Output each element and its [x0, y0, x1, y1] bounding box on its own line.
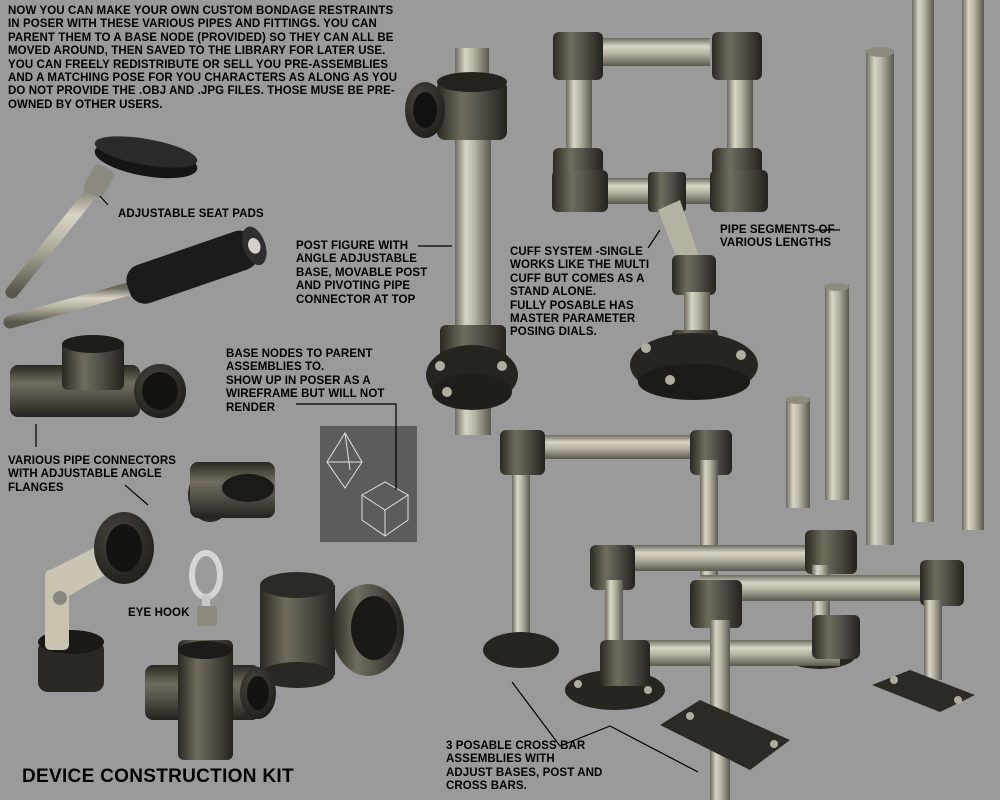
- pipe-connector-cross: [145, 640, 276, 760]
- pipe-segments-label: PIPE SEGMENTS OF VARIOUS LENGTHS: [720, 224, 835, 250]
- pipe-sleeve-large: [260, 572, 404, 688]
- intro-text: NOW YOU CAN MAKE YOUR OWN CUSTOM BONDAGE…: [8, 5, 398, 111]
- base-nodes-label: BASE NODES TO PARENT ASSEMBLIES TO. SHOW…: [226, 348, 385, 414]
- cross-bar-label: 3 POSABLE CROSS BAR ASSEMBLIES WITH ADJU…: [446, 740, 603, 793]
- pipe-connector-clamp: [188, 462, 275, 522]
- leader-lines: [35, 195, 840, 773]
- post-figure-label: POST FIGURE WITH ANGLE ADJUSTABLE BASE, …: [296, 240, 428, 306]
- pipe-segments: [786, 0, 984, 545]
- cross-bar-assemblies: [483, 430, 975, 800]
- cuff-system-label: CUFF SYSTEM -SINGLE WORKS LIKE THE MULTI…: [510, 246, 650, 339]
- seat-pads-label: ADJUSTABLE SEAT PADS: [118, 208, 264, 220]
- post-figure: [405, 48, 518, 435]
- pipe-connector-flange: [38, 512, 154, 692]
- page-title: DEVICE CONSTRUCTION KIT: [22, 766, 294, 787]
- seat-pad-cylinder: [3, 226, 267, 329]
- pipe-connectors-label: VARIOUS PIPE CONNECTORS WITH ADJUSTABLE …: [8, 455, 177, 494]
- eye-hook-label: EYE HOOK: [128, 607, 190, 619]
- base-node-wireframes: [320, 426, 417, 542]
- cuff-system: [552, 32, 768, 400]
- seat-pad-round: [5, 136, 198, 299]
- pipe-connector-tee: [10, 335, 186, 418]
- eye-hook: [189, 550, 223, 626]
